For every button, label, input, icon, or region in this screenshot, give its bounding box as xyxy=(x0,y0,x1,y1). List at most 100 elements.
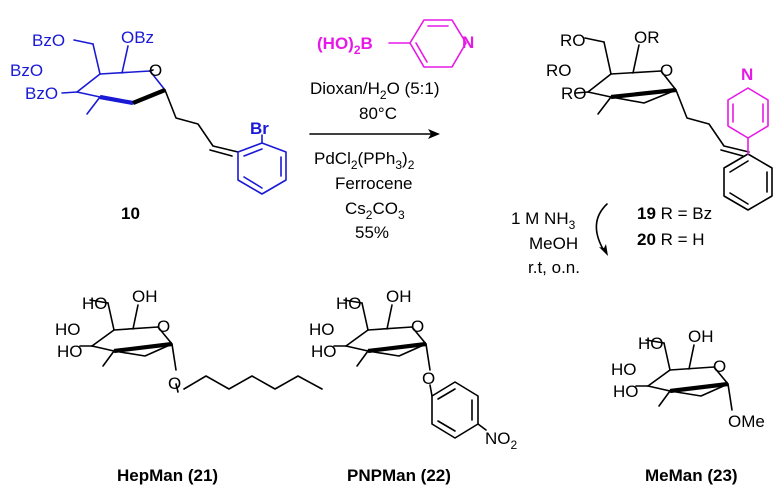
hepman-21: HO OH HO HO O O HepMan (21) xyxy=(55,287,323,485)
condition-ferrocene: Ferrocene xyxy=(335,174,412,193)
product-double-bond xyxy=(720,149,744,157)
condition-solvent: Dioxan/H2O (5:1) xyxy=(310,79,440,102)
pyridine-n: N xyxy=(462,33,474,52)
hepman-label: HepMan (21) xyxy=(117,466,218,485)
compound-10-o-bond xyxy=(149,69,154,72)
pnpman-ho-mid: HO xyxy=(309,320,335,339)
pnpman-c6-o-bond xyxy=(343,299,363,304)
meman-anomeric-bond xyxy=(727,383,733,411)
compound-10-c6-bond xyxy=(92,43,101,75)
pnpman-anomeric-bond xyxy=(425,343,431,371)
product-19-20: RO OR RO RO O N 19 R = Bz 20 R = H xyxy=(546,28,773,249)
compound-10: BzO OBz BzO BzO O Br 10 xyxy=(10,28,287,223)
hepman-c2-bond xyxy=(102,350,115,367)
product-ring xyxy=(587,70,677,104)
product-wedge xyxy=(610,87,677,100)
pnpman-c6-bond xyxy=(361,302,369,331)
compound-10-ring-edge xyxy=(76,73,101,93)
deprotection-solvent: MeOH xyxy=(529,234,578,253)
meman-ho-top: HO xyxy=(638,334,664,353)
product-label-19: 19 R = Bz xyxy=(637,204,712,223)
hepman-o-link-bond xyxy=(175,383,179,393)
meman-ring-o: O xyxy=(713,357,726,376)
product-c6-bond xyxy=(603,41,612,75)
product-ro-top: RO xyxy=(560,31,586,50)
condition-yield: 55% xyxy=(355,223,389,242)
compound-10-c6-o-bond xyxy=(73,39,94,45)
meman-c6-o-bond xyxy=(645,339,665,344)
product-c3-bond xyxy=(575,91,589,94)
meman-ring-edge xyxy=(647,369,671,387)
meman-label: MeMan (23) xyxy=(645,466,738,485)
boronic-acid-ho: (HO)2B xyxy=(317,34,373,57)
pnpman-c4-bond xyxy=(386,304,393,330)
deprotection-arrow-head xyxy=(599,244,608,256)
pnpman-o-link-bond xyxy=(429,384,433,397)
compound-10-br: Br xyxy=(250,119,269,138)
compound-10-bzo-mid: BzO xyxy=(10,61,43,80)
compound-10-aromatic-inner xyxy=(243,148,263,157)
compound-10-ring-o: O xyxy=(149,61,162,80)
hepman-ring-o: O xyxy=(157,317,170,336)
compound-10-obz-top: OBz xyxy=(121,28,154,47)
pnpman-o-link: O xyxy=(422,369,435,388)
product-ro-low: RO xyxy=(561,84,587,103)
compound-10-wedge-black xyxy=(132,88,166,105)
compound-10-c4-bond xyxy=(121,45,129,74)
pnpman-wedge xyxy=(367,341,427,354)
deprotection-step: 1 M NH3 MeOH r.t, o.n. xyxy=(511,203,608,277)
hepman-ho-top: HO xyxy=(82,294,108,313)
pnpman-benzene xyxy=(431,381,479,439)
product-chain xyxy=(675,89,750,153)
hepman-c6-bond xyxy=(107,302,115,331)
product-c2-bond xyxy=(597,96,612,115)
meman-ho-low: HO xyxy=(613,382,639,401)
product-pyridine-n: N xyxy=(741,65,753,84)
meman-ome: OMe xyxy=(728,412,765,431)
product-c6-o-bond xyxy=(584,37,605,43)
meman-c4-bond xyxy=(688,344,695,370)
product-ro-mid: RO xyxy=(546,61,572,80)
condition-base: Cs2CO3 xyxy=(345,199,405,222)
compound-10-double-bond xyxy=(209,149,233,157)
pnpman-benzene-inner-1 xyxy=(437,388,456,400)
deprotection-curved-arrow xyxy=(595,203,608,250)
hepman-ho-low: HO xyxy=(57,342,83,361)
meman-23: HO OH HO HO O OMe MeMan (23) xyxy=(611,327,765,485)
meman-wedge xyxy=(669,381,729,394)
deprotection-reagent: 1 M NH3 xyxy=(511,209,576,232)
compound-10-c2-bond xyxy=(86,96,101,115)
pnpman-oh-top: OH xyxy=(386,287,412,306)
compound-10-chain xyxy=(164,89,239,153)
product-benzene-inner-3 xyxy=(729,192,749,205)
product-ring-o: O xyxy=(660,61,673,80)
pnpman-benzene-inner-3 xyxy=(437,420,456,432)
reaction-conditions: Dioxan/H2O (5:1) 80°C PdCl2(PPh3)2 Ferro… xyxy=(309,79,440,242)
compound-10-bzo-low: BzO xyxy=(25,84,58,103)
hepman-o-link: O xyxy=(168,374,181,393)
hepman-oh-top: OH xyxy=(132,287,158,306)
pnpman-ring-edge xyxy=(345,329,369,347)
reaction-arrow-head xyxy=(428,129,440,139)
compound-10-benzene xyxy=(237,142,287,195)
meman-c6-bond xyxy=(663,342,671,371)
product-benzene xyxy=(723,153,773,211)
pnpman-no2-bond xyxy=(477,423,487,431)
hepman-heptyl-chain xyxy=(183,375,323,390)
hepman-wedge xyxy=(113,341,173,354)
pnpman-c2-bond xyxy=(356,350,369,367)
meman-c2-bond xyxy=(658,390,671,407)
pnpman-22: HO OH HO HO O O NO2 PNPMan (22) xyxy=(309,287,518,485)
product-c4-bond xyxy=(632,44,640,74)
compound-10-label: 10 xyxy=(121,204,140,223)
pnpman-ring-o: O xyxy=(411,317,424,336)
meman-oh-top: OH xyxy=(688,327,714,346)
meman-ring xyxy=(647,366,729,397)
product-or-top: OR xyxy=(634,28,660,47)
pnpman-no2: NO2 xyxy=(485,429,518,452)
compound-10-c3-bond xyxy=(61,91,78,94)
hepman-anomeric-bond xyxy=(171,343,177,371)
hepman-ring xyxy=(91,326,173,357)
hepman-ring-edge xyxy=(91,329,115,347)
